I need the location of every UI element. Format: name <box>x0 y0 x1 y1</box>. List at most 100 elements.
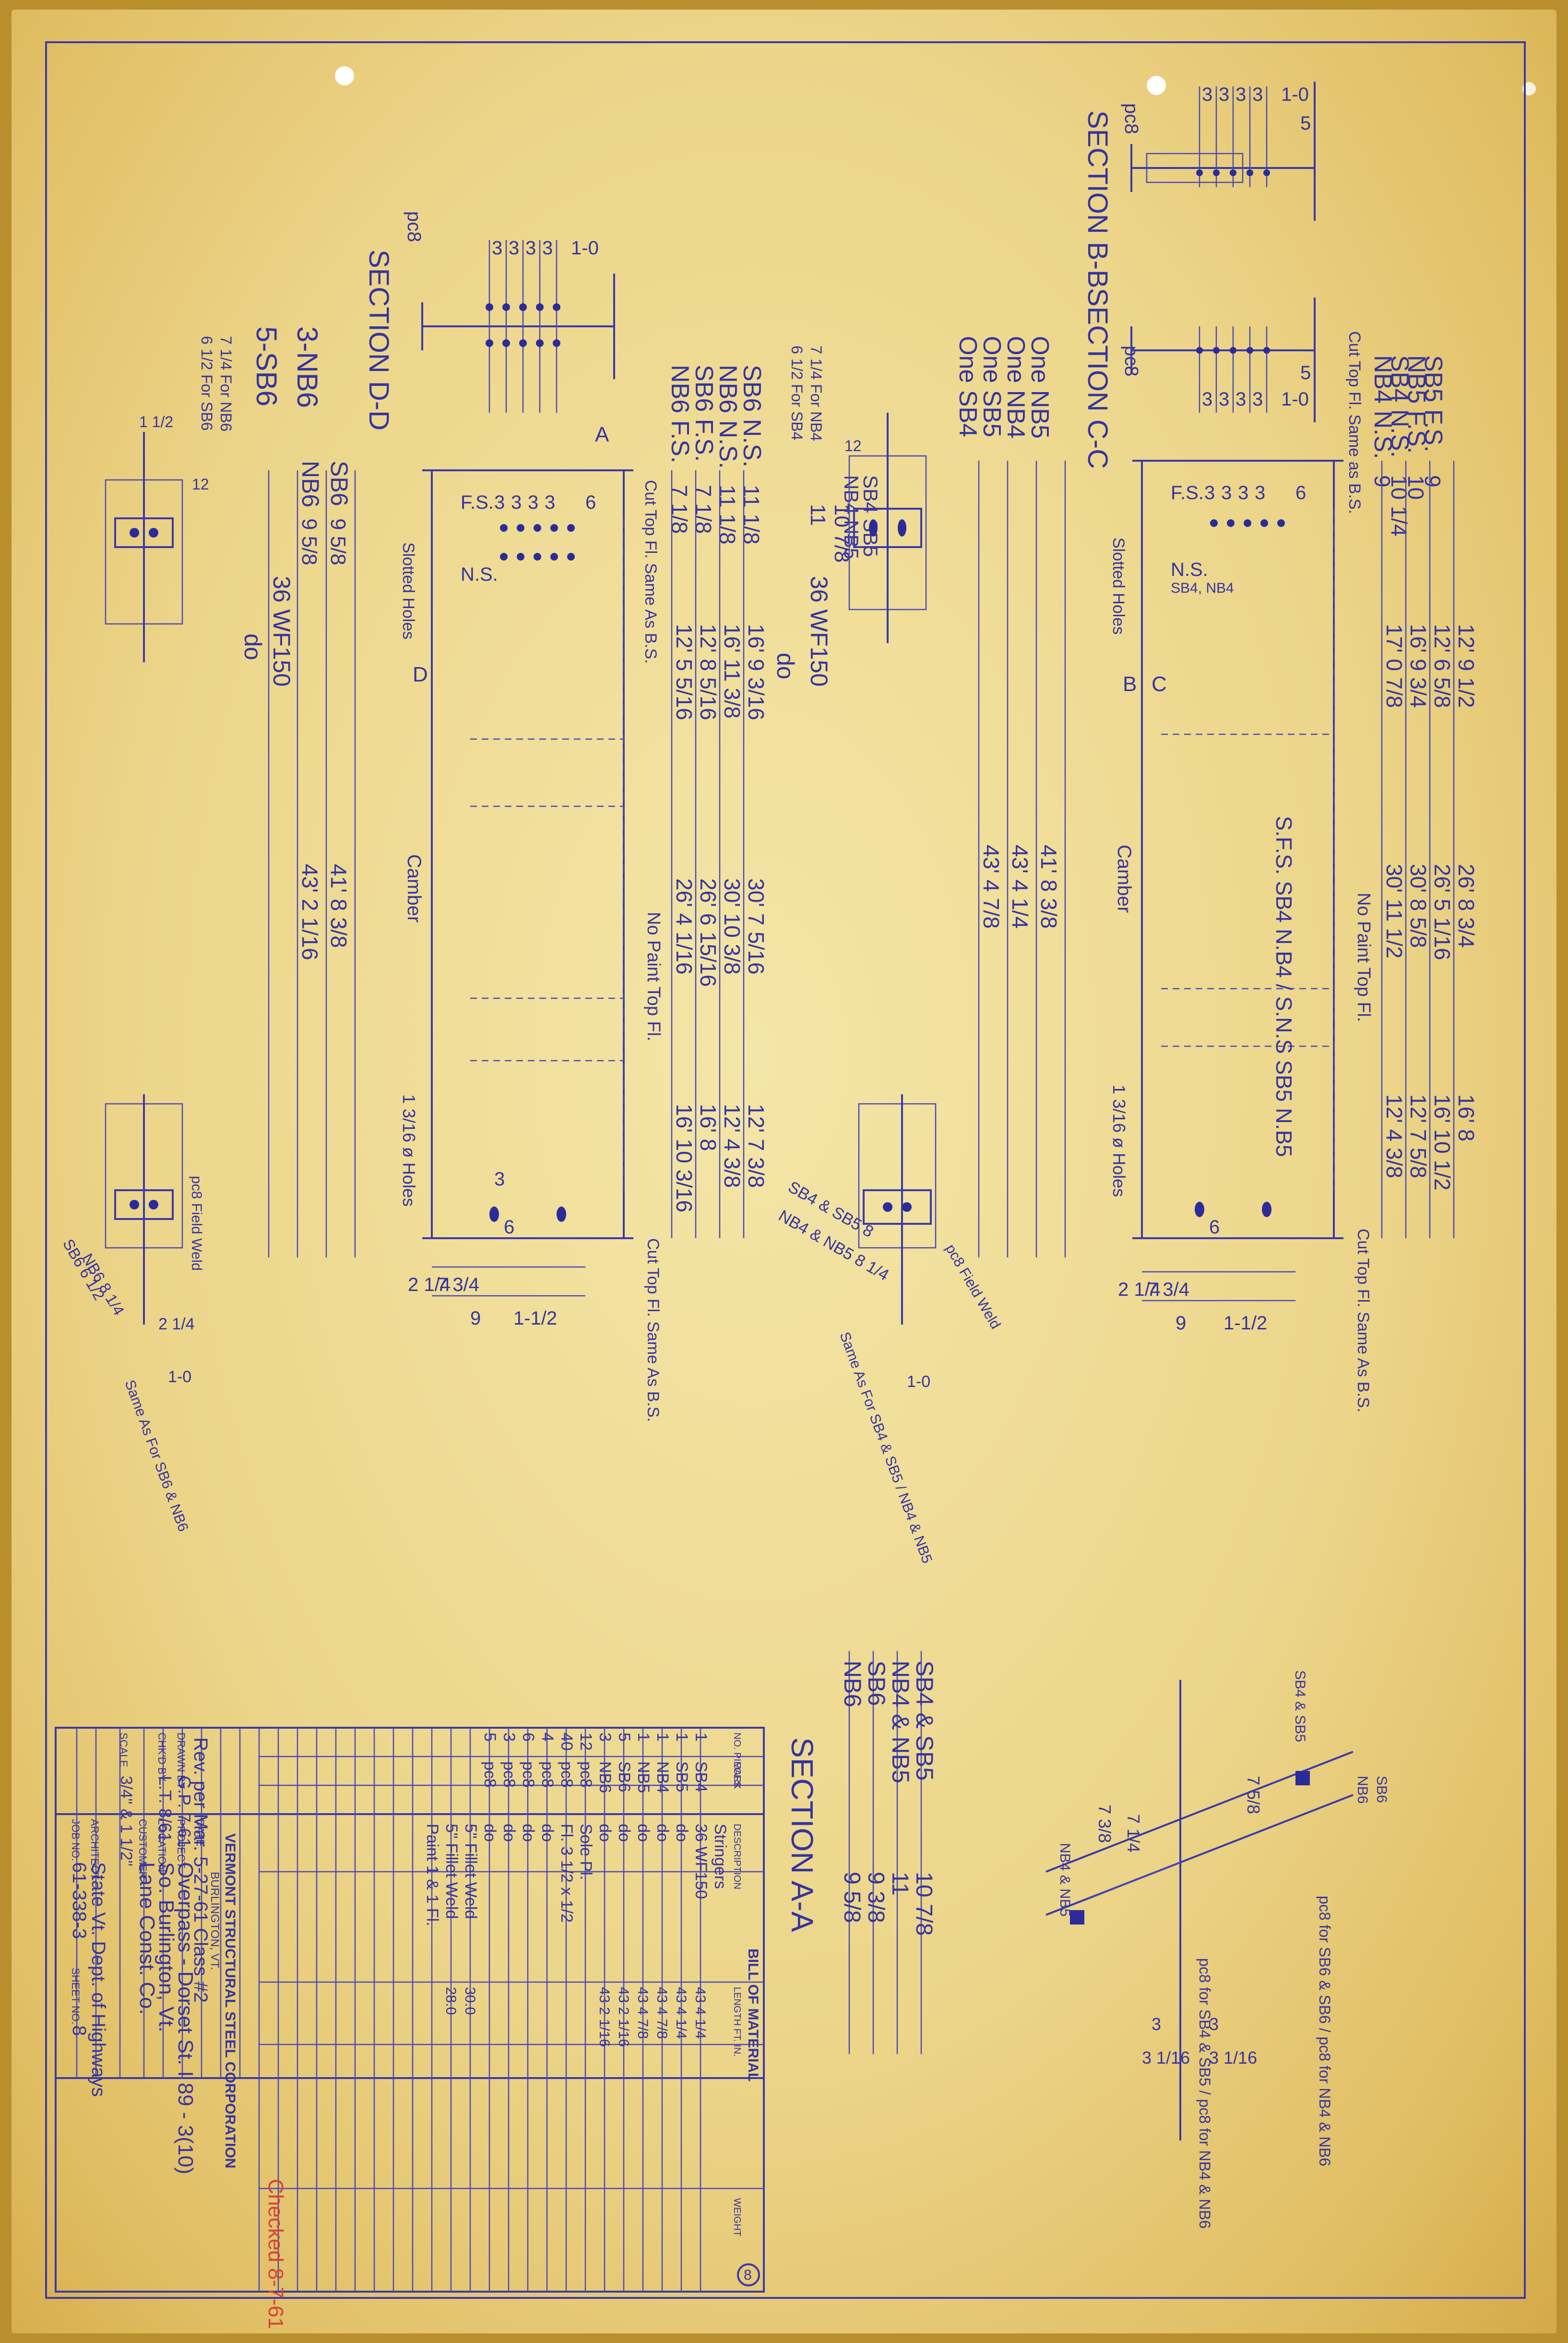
bom-cell: do <box>538 1824 557 1842</box>
bb-dim-5: 1-0 <box>1281 84 1309 105</box>
lb-fs: F.S. <box>461 492 494 513</box>
aa-dim-3a: 3 <box>1152 2014 1161 2034</box>
rb-mark-b: B <box>1123 672 1137 696</box>
left-beam-dim-texts: 16' 9 3/16 16' 11 3/8 12' 8 5/16 12' 5 5… <box>672 624 769 1212</box>
cc-dim-6: 5 <box>1300 362 1311 383</box>
dr-label-2: 7 1/4 For NB4 <box>808 346 825 441</box>
bom-cell: SB5 <box>673 1761 691 1792</box>
rb-dr-6: 26' 5 1/16 <box>1430 864 1455 960</box>
lb-dr-3: 12' 8 5/16 <box>696 624 721 720</box>
lb-bot-1: 9 <box>470 1308 481 1329</box>
lb-dr-10: 12' 4 3/8 <box>720 1104 745 1188</box>
section-cc-title: SECTION C-C <box>1082 288 1113 469</box>
rb-dr-2: 12' 6 5/8 <box>1430 624 1455 708</box>
bom-cell: do <box>596 1824 614 1842</box>
tb-project-label: PROJECT <box>175 1819 187 1868</box>
tb-checked: L.T. 8/61 <box>155 1776 175 1842</box>
bom-cell: 1 <box>653 1733 672 1742</box>
lb-sp-1: 3 <box>494 492 505 513</box>
lb-dr-4: 12' 5 5/16 <box>672 624 697 720</box>
lb-sp-5: 6 <box>585 492 596 513</box>
l-len-4: NB6 F.S. <box>666 365 694 463</box>
aa-mark-4: NB6 <box>839 1661 866 1707</box>
bom-cell: 40 <box>558 1733 576 1751</box>
lb-bot-6: 6 <box>504 1217 514 1238</box>
lb-dr-1: 16' 9 3/16 <box>744 624 769 720</box>
dd-dim-4: 3 <box>542 238 553 259</box>
bom-cell: do <box>673 1824 691 1842</box>
l-len-1: SB6 N.S. <box>738 365 766 467</box>
lb-shape: 36 WF150 <box>268 576 295 687</box>
tb-city: BURLINGTON, VT. <box>208 1872 221 1970</box>
rb-bot-4: 2 1/4 <box>1118 1279 1161 1300</box>
lb-bot-5: 3 <box>494 1169 505 1190</box>
rb-sp-3: 3 <box>1238 482 1248 503</box>
bb-dim-3: 3 <box>1235 84 1246 105</box>
rb-mark-2: NB4 NB5 <box>840 475 863 559</box>
rb-bot-3: 7 3/4 <box>1147 1279 1189 1300</box>
tb-architect-label: ARCHITECT <box>89 1819 101 1879</box>
section-aa: SECTION A-A SB4 & SB5 NB4 & NB5 SB6 NB6 … <box>785 1651 1390 2229</box>
bom-cell: 1 <box>673 1733 691 1742</box>
rb-cut-top: Cut Top Fl. Same As B.S. <box>1354 1229 1372 1412</box>
bom-cell: 43 4 7/8 <box>635 1987 651 2039</box>
aa-h-1: 10 7/8 <box>911 1872 937 1936</box>
lb-h-nb6: 9 5/8 <box>297 518 321 565</box>
aa-mark-1: SB4 & SB5 <box>911 1661 938 1781</box>
piece-1: One SB4 <box>954 336 982 437</box>
piece-5sb6: 5-SB6 <box>250 326 283 406</box>
checked-stamp: Checked 8-7-61 <box>264 2179 287 2329</box>
left-beam-side-texts: SB6 NB6 9 5/8 9 5/8 36 WF150 do 41' 8 3/… <box>239 461 353 960</box>
rb-fs: F.S. <box>1171 482 1204 503</box>
aa-dim-3b: 3 <box>1209 2014 1219 2034</box>
rb-bot-1: 9 <box>1176 1313 1186 1334</box>
bom-cell: 6 <box>519 1733 537 1742</box>
dr-bot-3: 1-0 <box>907 1373 930 1391</box>
bom-cell: Stringers <box>711 1824 729 1889</box>
lb-do: do <box>239 634 266 660</box>
aa-lbl-3: NB6 <box>1354 1776 1370 1804</box>
dl-bot-6: Same As For SB6 & NB6 <box>121 1378 191 1534</box>
rb-ref: S.F.S. SB4 N.B4 / S.N.S SB5 N.B5 <box>1271 816 1296 1157</box>
aa-dim-2: 7 1/4 <box>1124 1814 1143 1853</box>
lb-mark-sb6: SB6 <box>326 461 353 506</box>
bom-cell: 43 4 1/4 <box>673 1987 689 2039</box>
aa-h-4: 9 5/8 <box>839 1872 865 1923</box>
lb-dr-2: 16' 11 3/8 <box>720 624 745 718</box>
bom-cell: NB5 <box>634 1761 653 1793</box>
lb-dr-7: 26' 6 15/16 <box>696 878 721 987</box>
bom-cell: do <box>615 1824 633 1842</box>
rb-dr-11: 12' 7 5/8 <box>1406 1094 1431 1178</box>
lb-holes: 1 3/16 ø Holes <box>399 1094 419 1207</box>
rb-dr-10: 16' 10 1/2 <box>1430 1094 1455 1191</box>
lb-mark-nb6: NB6 <box>297 461 324 507</box>
drawing-border <box>45 41 1526 2299</box>
right-beam-dim-texts: 12' 9 1/2 12' 6 5/8 16' 9 3/4 17' 0 7/8 … <box>1382 624 1479 1191</box>
tb-sheet-label: SHEET NO. <box>70 1968 82 2024</box>
bom-cell: 3 <box>596 1733 614 1742</box>
dl-label-2: 7 1/4 For NB6 <box>217 336 235 431</box>
bom-cell: Sole Pl. <box>577 1824 595 1880</box>
bom-col-1: NO. PIECES <box>732 1733 742 1787</box>
punch-hole <box>1147 76 1166 95</box>
rb-h-2: 11 <box>806 504 830 526</box>
bb-dim-6: 5 <box>1300 113 1311 134</box>
rb-ns: N.S. <box>1171 559 1208 580</box>
dl-label-4: 12 <box>192 476 209 493</box>
rb-sp-1: 3 <box>1204 482 1215 503</box>
rb-dr-1: 12' 9 1/2 <box>1454 624 1479 708</box>
right-piece-list: One SB4 One SB5 One NB4 One NB5 <box>954 336 1054 439</box>
bom-title: BILL OF MATERIAL <box>745 1949 761 2081</box>
tb-location: So. Burlington, Vt. <box>154 1862 178 2032</box>
cc-cut-top-fl: Cut Top Fl. Same as B.S. <box>1345 331 1364 514</box>
bom-col-5: WEIGHT <box>732 2198 742 2236</box>
lb-mark-a: A <box>595 423 609 446</box>
bom-cell: 36 WF150 <box>692 1824 710 1899</box>
dr-bot-5: Same As For SB4 & SB5 / NB4 & NB5 <box>836 1330 935 1566</box>
l-len-2: NB6 N.S. <box>714 365 742 469</box>
rb-dl-2: 43' 4 1/4 <box>1008 845 1033 929</box>
len-val-1: 9 <box>1420 475 1445 488</box>
bom-cell: 43 2 1/16 <box>596 1987 612 2047</box>
tb-architect: State Vt. Dept. of Highways <box>88 1862 109 2097</box>
